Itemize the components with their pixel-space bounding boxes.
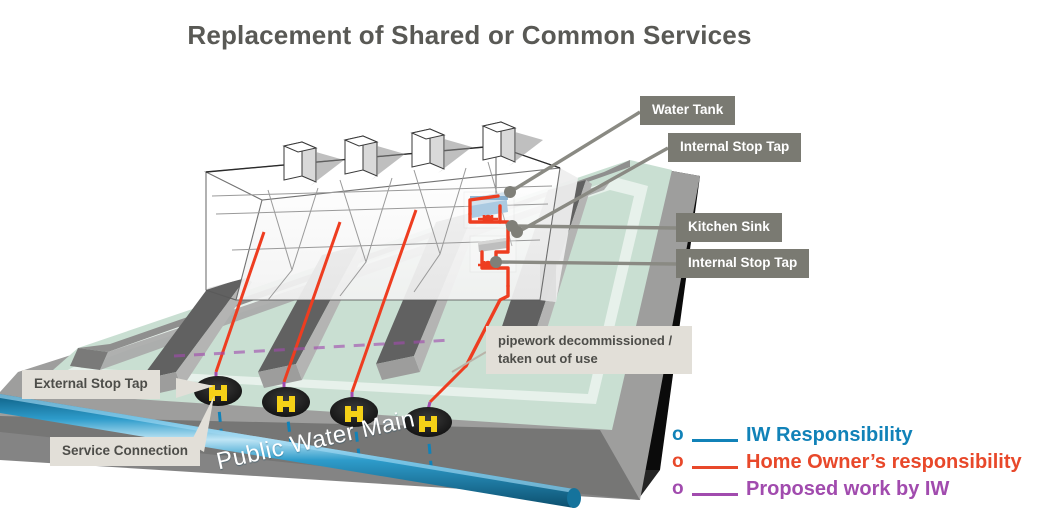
internal-pipework-red [464, 194, 510, 368]
legend: o IW Responsibility o Home Owner’s respo… [672, 421, 1043, 502]
decommissioned-line-1: pipework decommissioned / [498, 333, 673, 348]
terrace-building [204, 121, 578, 302]
legend-item-iw-responsibility: o IW Responsibility [672, 421, 1043, 448]
legend-line-swatch [692, 493, 738, 496]
callout-leader-dots [490, 186, 523, 268]
callout-decommissioned-pipework: pipework decommissioned / taken out of u… [486, 326, 692, 375]
decommissioned-line-2: taken out of use [498, 350, 598, 366]
callout-pointer-decommissioned [451, 351, 487, 373]
callout-service-connection: Service Connection [50, 437, 201, 466]
legend-marker-icon: o [672, 451, 684, 472]
callout-water-tank: Water Tank [640, 96, 736, 125]
legend-item-proposed-work: o Proposed work by IW [672, 475, 1043, 502]
callout-external-stop-tap: External Stop Tap [22, 370, 160, 399]
home-owner-supply-pipes [214, 209, 468, 404]
legend-marker-icon: o [672, 424, 684, 445]
kitchen-sink [478, 238, 507, 252]
iw-connection-pipes [214, 377, 434, 477]
legend-label-iw-responsibility: IW Responsibility [746, 423, 913, 446]
legend-label-home-owner-responsibility: Home Owner’s responsibility [746, 450, 1022, 473]
legend-item-home-owner-responsibility: o Home Owner’s responsibility [672, 448, 1043, 475]
external-stop-tap-markers [194, 376, 452, 437]
chimney-group [282, 121, 543, 186]
callout-internal-stop-tap-upper: Internal Stop Tap [668, 133, 802, 162]
legend-marker-icon: o [672, 478, 684, 499]
callout-internal-stop-tap-lower: Internal Stop Tap [676, 249, 810, 278]
callout-leader-lines [497, 110, 677, 266]
legend-line-swatch [692, 466, 738, 469]
legend-line-swatch [692, 439, 738, 442]
public-water-main [0, 394, 581, 508]
callout-kitchen-sink: Kitchen Sink [676, 213, 782, 242]
legend-label-proposed-work: Proposed work by IW [746, 477, 950, 500]
